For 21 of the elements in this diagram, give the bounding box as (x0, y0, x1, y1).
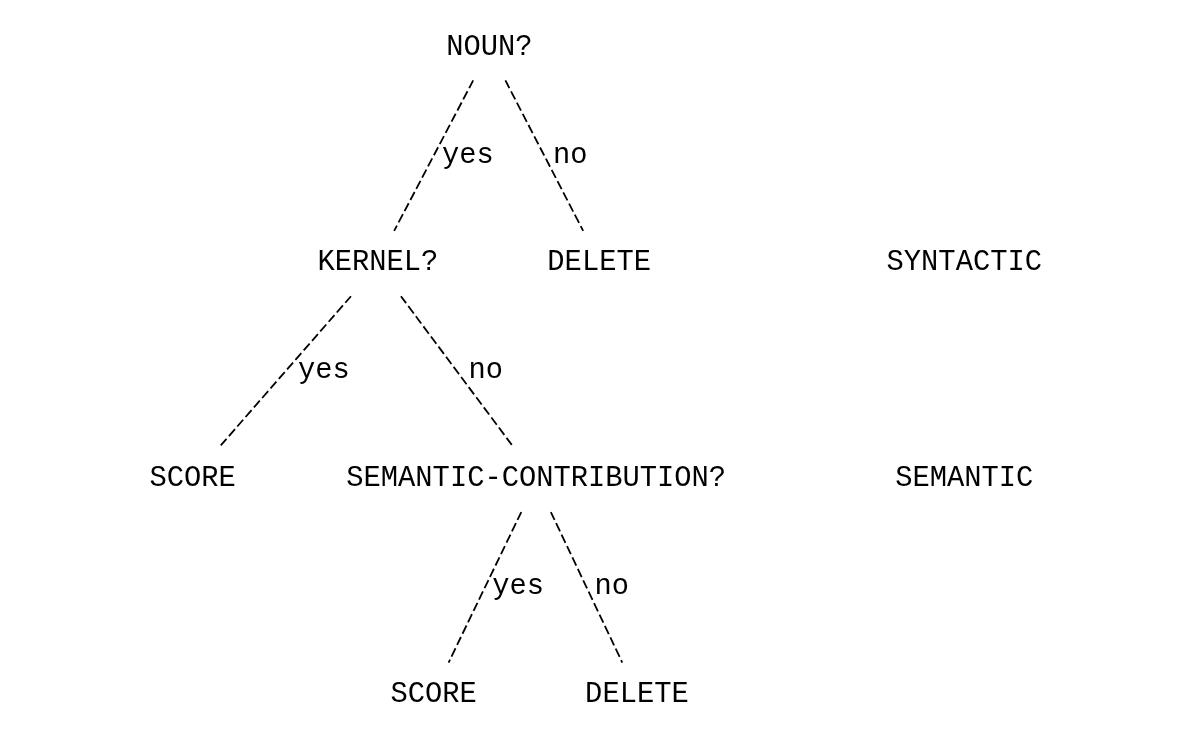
node-text: SCORE (390, 678, 477, 712)
connector (549, 511, 623, 664)
connector (504, 79, 584, 232)
node-text: DELETE (546, 246, 651, 280)
node-text: SEMANTIC-CONTRIBUTION? (345, 462, 726, 496)
edge-label: no (593, 570, 629, 604)
label: SEMANTIC (894, 462, 1033, 496)
edge-label: no (552, 138, 588, 172)
node-text: KERNEL? (316, 246, 438, 280)
edge-label: yes (441, 138, 494, 172)
connector (218, 295, 352, 448)
connector (447, 511, 522, 664)
edge-label: no (468, 354, 503, 388)
node-text: DELETE (584, 678, 689, 712)
connector (392, 79, 474, 232)
label: SYNTACTIC (886, 246, 1042, 280)
node-text: NOUN? (445, 30, 533, 64)
edge-label: yes (491, 570, 544, 604)
edge-label: yes (297, 354, 350, 388)
connector (399, 295, 514, 448)
node-text: SCORE (148, 462, 236, 496)
